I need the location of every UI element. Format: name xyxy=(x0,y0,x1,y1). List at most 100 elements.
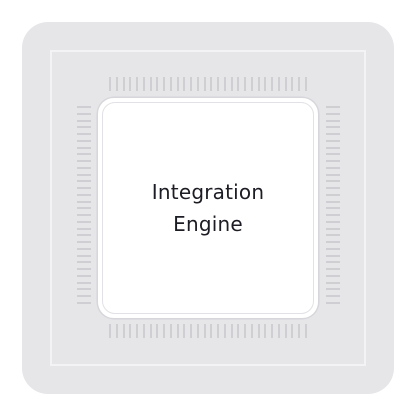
pin-left xyxy=(77,180,91,183)
pin-top xyxy=(122,77,125,91)
pin-top xyxy=(271,77,273,91)
pin-bottom xyxy=(230,324,233,338)
pin-bottom xyxy=(217,324,219,338)
pin-bottom xyxy=(142,324,145,338)
pin-right xyxy=(326,200,340,203)
pin-bottom xyxy=(257,324,260,338)
pin-right xyxy=(326,112,340,115)
pin-bottom xyxy=(183,324,186,338)
pin-left xyxy=(77,281,91,284)
pin-right xyxy=(326,227,340,230)
pin-bottom xyxy=(298,324,300,338)
pin-bottom xyxy=(136,324,138,338)
pin-right xyxy=(326,146,340,149)
pin-right xyxy=(326,274,340,277)
pin-bottom xyxy=(291,324,294,338)
pins-top xyxy=(109,77,307,91)
pin-bottom xyxy=(109,324,111,338)
pin-bottom xyxy=(250,324,253,338)
pin-bottom xyxy=(203,324,206,338)
pin-left xyxy=(77,247,91,250)
pin-bottom xyxy=(271,324,273,338)
pins-bottom xyxy=(109,324,307,338)
pin-left xyxy=(77,187,91,189)
pin-right xyxy=(326,234,340,237)
pin-right xyxy=(326,288,340,291)
pin-bottom xyxy=(176,324,179,338)
chip-core: Integration Engine xyxy=(98,98,318,318)
pin-left xyxy=(77,254,91,257)
pin-top xyxy=(257,77,260,91)
pin-right xyxy=(326,261,340,264)
pin-top xyxy=(183,77,186,91)
pin-left xyxy=(77,193,91,196)
pin-top xyxy=(277,77,280,91)
pin-top xyxy=(196,77,199,91)
pin-bottom xyxy=(304,324,307,338)
pin-top xyxy=(149,77,152,91)
pin-bottom xyxy=(237,324,240,338)
pin-left xyxy=(77,160,91,162)
pin-bottom xyxy=(264,324,267,338)
pin-left xyxy=(77,214,91,216)
pin-bottom xyxy=(210,324,213,338)
pin-left xyxy=(77,234,91,237)
pin-right xyxy=(326,106,340,108)
pin-bottom xyxy=(129,324,132,338)
pin-bottom xyxy=(196,324,199,338)
pin-right xyxy=(326,166,340,169)
pins-right xyxy=(326,106,340,304)
pin-top xyxy=(284,77,287,91)
pin-top xyxy=(250,77,253,91)
pin-top xyxy=(176,77,179,91)
pin-left xyxy=(77,261,91,264)
chip-label: Integration Engine xyxy=(152,176,264,240)
chip-label-line2: Engine xyxy=(173,212,243,236)
pin-left xyxy=(77,241,91,243)
pin-bottom xyxy=(115,324,118,338)
pin-top xyxy=(142,77,145,91)
pin-left xyxy=(77,274,91,277)
pin-bottom xyxy=(149,324,152,338)
pin-bottom xyxy=(277,324,280,338)
pin-left xyxy=(77,106,91,108)
pin-left xyxy=(77,301,91,304)
pin-right xyxy=(326,247,340,250)
pin-left xyxy=(77,207,91,210)
pin-top xyxy=(169,77,172,91)
pin-top xyxy=(115,77,118,91)
pins-left xyxy=(77,106,91,304)
pin-top xyxy=(109,77,111,91)
pin-right xyxy=(326,126,340,129)
pin-left xyxy=(77,268,91,270)
pin-top xyxy=(291,77,294,91)
pin-left xyxy=(77,173,91,176)
pin-top xyxy=(203,77,206,91)
pin-left xyxy=(77,126,91,129)
pin-bottom xyxy=(163,324,165,338)
pin-right xyxy=(326,268,340,270)
pin-left xyxy=(77,220,91,223)
pin-top xyxy=(163,77,165,91)
pin-top xyxy=(264,77,267,91)
pin-left xyxy=(77,133,91,135)
pin-bottom xyxy=(284,324,287,338)
pin-left xyxy=(77,227,91,230)
pin-right xyxy=(326,214,340,216)
pin-right xyxy=(326,153,340,156)
pin-bottom xyxy=(122,324,125,338)
pin-left xyxy=(77,153,91,156)
pin-top xyxy=(129,77,132,91)
pin-right xyxy=(326,160,340,162)
pin-right xyxy=(326,193,340,196)
pin-bottom xyxy=(156,324,159,338)
pin-top xyxy=(217,77,219,91)
pin-right xyxy=(326,133,340,135)
pin-left xyxy=(77,146,91,149)
pin-top xyxy=(223,77,226,91)
pin-left xyxy=(77,119,91,122)
pin-top xyxy=(210,77,213,91)
pin-top xyxy=(244,77,246,91)
pin-bottom xyxy=(169,324,172,338)
